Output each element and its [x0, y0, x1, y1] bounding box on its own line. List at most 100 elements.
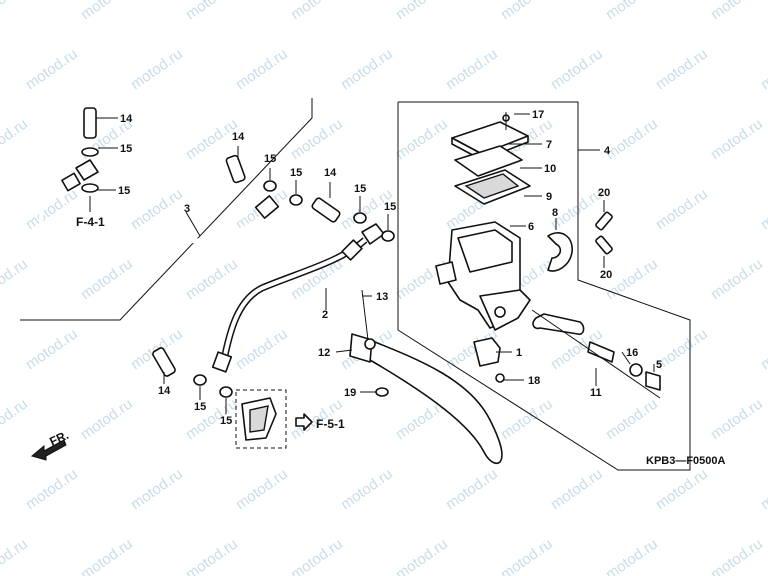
holder-clamp	[547, 232, 573, 272]
label-14a: 14	[120, 113, 133, 125]
bolts-and-washers	[81, 107, 613, 398]
piston-set	[531, 309, 661, 399]
fr-label: FR.	[47, 428, 70, 449]
label-15f: 15	[384, 201, 396, 213]
watermark-text: motod.ru	[708, 255, 766, 303]
label-16: 16	[626, 347, 638, 359]
watermark-text: motod.ru	[288, 115, 346, 163]
label-14d: 14	[158, 385, 171, 397]
label-14c: 14	[324, 167, 337, 179]
watermark-text: motod.ru	[78, 0, 136, 23]
watermark-text: motod.ru	[758, 325, 768, 373]
label-5: 5	[656, 359, 662, 371]
front-direction-arrow: FR.	[30, 428, 71, 461]
reservoir-cap	[451, 112, 531, 205]
label-15b: 15	[118, 185, 130, 197]
caliper-reference	[235, 389, 313, 449]
watermark-text: motod.ru	[23, 465, 81, 513]
label-14b: 14	[232, 131, 245, 143]
label-7: 7	[546, 139, 552, 151]
watermark-text: motod.ru	[0, 115, 31, 163]
watermark-text: motod.ru	[0, 535, 31, 576]
watermark-text: motod.ru	[603, 395, 661, 443]
watermark-text: motod.ru	[708, 395, 766, 443]
watermark-text: motod.ru	[498, 0, 556, 23]
watermark-text: motod.ru	[708, 0, 766, 23]
label-19: 19	[344, 387, 356, 399]
watermark-text: motod.ru	[443, 465, 501, 513]
watermark-text: motod.ru	[78, 535, 136, 576]
watermark-text: motod.ru	[498, 395, 556, 443]
label-1: 1	[516, 347, 522, 359]
watermark-text: motod.ru	[603, 535, 661, 576]
watermark-text: motod.ru	[393, 115, 451, 163]
watermark-text: motod.ru	[758, 185, 768, 233]
watermark-text: motod.ru	[288, 0, 346, 23]
watermark-text: motod.ru	[393, 0, 451, 23]
watermark-text: motod.ru	[233, 45, 291, 93]
label-12: 12	[318, 347, 330, 359]
label-13: 13	[376, 291, 388, 303]
watermark-text: motod.ru	[548, 45, 606, 93]
watermark-text: motod.ru	[23, 325, 81, 373]
master-cylinder-body	[435, 221, 531, 331]
watermark-text: motod.ru	[653, 185, 711, 233]
watermark-text: motod.ru	[233, 325, 291, 373]
watermark-text: motod.ru	[183, 255, 241, 303]
label-17: 17	[532, 109, 544, 121]
watermark-text: motod.ru	[603, 0, 661, 23]
ref-f51: F-5-1	[316, 417, 345, 431]
diagram-code: KPB3—F0500A	[646, 455, 726, 467]
label-15d: 15	[290, 167, 302, 179]
watermark-text: motod.ru	[653, 465, 711, 513]
watermark-text: motod.ru	[548, 465, 606, 513]
label-15g: 15	[194, 401, 206, 413]
label-6: 6	[528, 221, 534, 233]
watermark-text: motod.ru	[78, 255, 136, 303]
label-15e: 15	[354, 183, 366, 195]
part-labels: 14 15 15 3 14 15 15 14 15 15 2 17 7 10 9…	[76, 109, 726, 467]
brake-lever	[349, 289, 503, 465]
leader-lines	[89, 113, 655, 414]
label-15c: 15	[264, 153, 276, 165]
watermark-text: motod.ru	[128, 45, 186, 93]
watermark-text: motod.ru	[393, 535, 451, 576]
label-8: 8	[552, 207, 558, 219]
label-10: 10	[544, 163, 556, 175]
watermark-text: motod.ru	[0, 255, 31, 303]
watermark-text: motod.ru	[23, 45, 81, 93]
watermark-text: motod.ru	[708, 115, 766, 163]
watermark-text: motod.ru	[338, 45, 396, 93]
label-11: 11	[590, 387, 602, 399]
watermark-text: motod.ru	[443, 45, 501, 93]
brake-hose-lower	[211, 223, 385, 373]
watermark-text: motod.ru	[128, 185, 186, 233]
label-4: 4	[604, 145, 611, 157]
watermark-text: motod.ru	[603, 115, 661, 163]
label-3: 3	[184, 203, 190, 215]
label-18: 18	[528, 375, 540, 387]
label-20a: 20	[598, 187, 610, 199]
brake-hose-upper	[38, 159, 280, 258]
watermark-text: motod.ru	[498, 535, 556, 576]
label-15h: 15	[220, 415, 232, 427]
watermark-text: motod.ru	[183, 535, 241, 576]
frame-lines	[20, 98, 691, 471]
stop-switch	[473, 337, 505, 383]
ref-f41: F-4-1	[76, 215, 105, 229]
label-15a: 15	[120, 143, 132, 155]
watermark-text: motod.ru	[0, 0, 31, 23]
label-9: 9	[546, 191, 552, 203]
watermark-text: motod.ru	[708, 535, 766, 576]
watermark-text: motod.ru	[758, 465, 768, 513]
watermark-text: motod.ru	[183, 0, 241, 23]
watermark-text: motod.ru	[653, 45, 711, 93]
watermark-text: motod.ru	[233, 465, 291, 513]
watermark-text: motod.ru	[758, 45, 768, 93]
watermark-text: motod.ru	[78, 395, 136, 443]
label-20b: 20	[600, 269, 612, 281]
watermark-text: motod.ru	[288, 535, 346, 576]
watermark-text: motod.ru	[338, 465, 396, 513]
